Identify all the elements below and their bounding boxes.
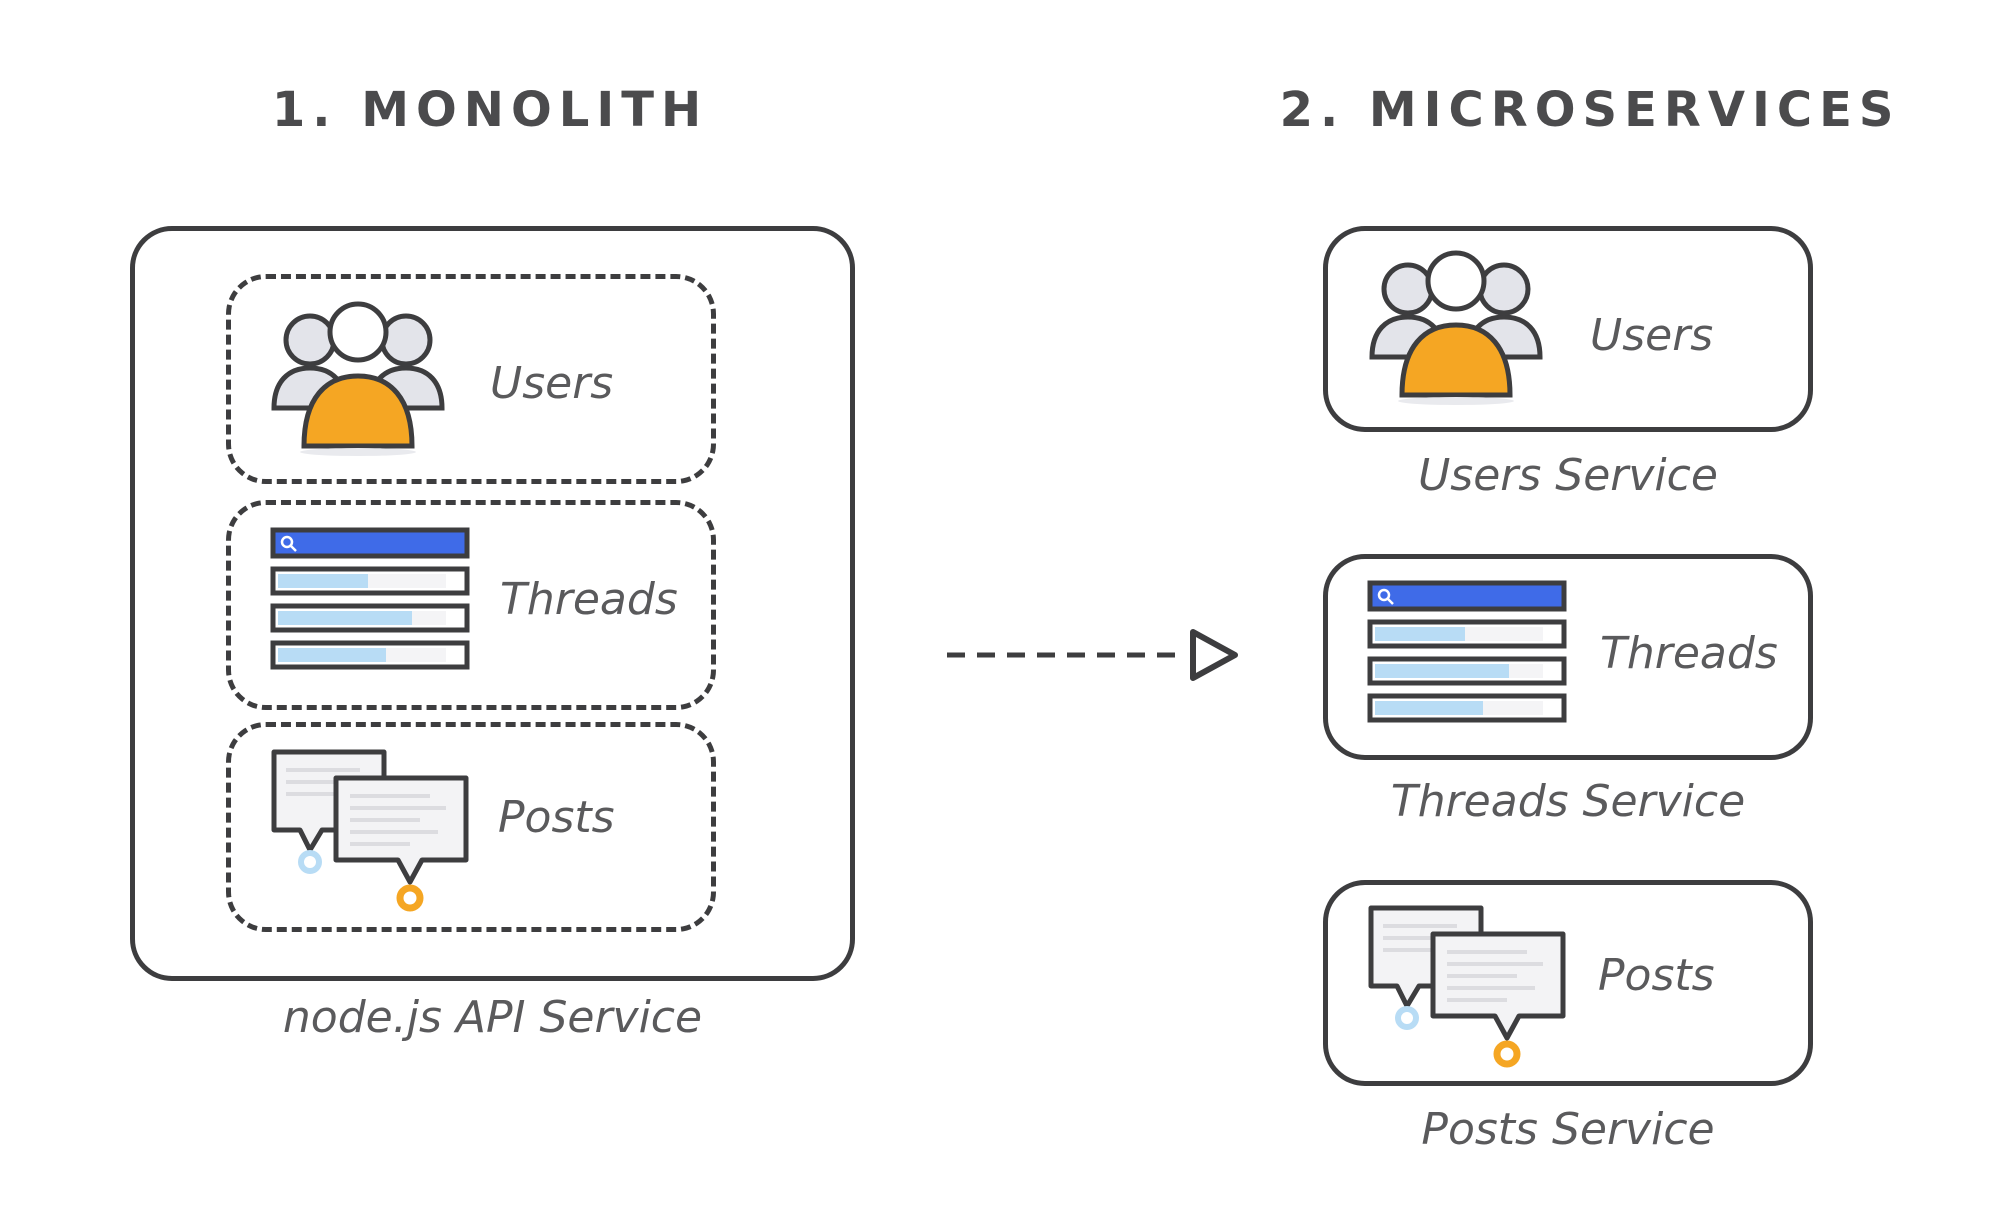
threads-service-caption: Threads Service bbox=[1390, 776, 1746, 827]
monolith-caption: node.js API Service bbox=[282, 992, 703, 1043]
users-icon bbox=[1366, 245, 1546, 405]
dashed-arrow-right-icon bbox=[945, 620, 1245, 690]
monolith-module-threads bbox=[226, 500, 716, 710]
posts-chat-icon bbox=[1367, 904, 1567, 1074]
users-service-label: Users bbox=[1590, 310, 1714, 361]
monolith-heading: 1. MONOLITH bbox=[271, 82, 709, 138]
microservices-heading: 2. MICROSERVICES bbox=[1279, 82, 1901, 138]
users-service-caption: Users Service bbox=[1418, 450, 1718, 501]
posts-service-label: Posts bbox=[1598, 950, 1715, 1001]
threads-list-icon bbox=[1367, 580, 1567, 726]
monolith-module-posts-label: Posts bbox=[498, 792, 615, 843]
threads-service-label: Threads bbox=[1600, 628, 1778, 679]
monolith-module-posts bbox=[226, 722, 716, 932]
monolith-module-users-label: Users bbox=[490, 358, 614, 409]
threads-list-icon bbox=[270, 527, 470, 673]
monolith-module-threads-label: Threads bbox=[500, 574, 678, 625]
posts-chat-icon bbox=[270, 748, 470, 918]
posts-service-caption: Posts Service bbox=[1421, 1104, 1715, 1155]
users-icon bbox=[268, 296, 448, 456]
monolith-module-users bbox=[226, 274, 716, 484]
monolith-container bbox=[130, 226, 855, 981]
